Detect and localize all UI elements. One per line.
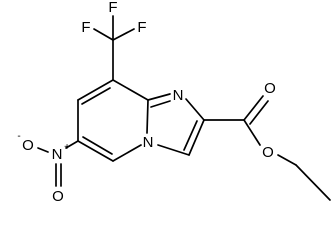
bond-c6-n-nitro xyxy=(65,140,79,149)
bond-c8-c7-inner xyxy=(81,87,111,105)
bond-c8a-n1-inner xyxy=(150,100,171,108)
bond-c8a-n1 xyxy=(147,93,171,101)
atom-f-top: F xyxy=(108,0,117,16)
bond-c8a-c8 xyxy=(112,79,149,101)
charge-n-nitro-plus: + xyxy=(64,142,70,153)
bond-c-carbonyl-o-double-inner xyxy=(249,100,269,125)
structure-diagram: F F F N N N + O - O O O xyxy=(17,0,331,205)
bond-c-carbonyl-o-ester xyxy=(243,119,261,146)
bond-n1-c2 xyxy=(185,98,205,121)
bond-cf3-f-left xyxy=(93,28,114,41)
atom-o-nitro-minus: O xyxy=(22,137,34,154)
bond-cf3-f-right xyxy=(112,28,135,41)
atom-labels: F F F N N N + O - O O O xyxy=(17,0,276,205)
bond-n-nitro-o-minus xyxy=(37,147,49,153)
bond-c6-c5 xyxy=(77,140,114,162)
bond-c-carbonyl-o-double xyxy=(243,95,264,121)
bond-c2-c3 xyxy=(188,119,205,156)
bond-c8-c7 xyxy=(77,79,114,101)
bonds xyxy=(37,15,331,201)
bond-c5-n4 xyxy=(112,144,142,162)
bond-n4-c8a xyxy=(146,99,149,134)
bond-c2-c3-inner xyxy=(183,120,198,151)
atom-o-nitro-double: O xyxy=(52,188,64,205)
atom-n-imine: N xyxy=(173,87,184,104)
bond-c3-n4 xyxy=(157,144,190,156)
atom-f-right: F xyxy=(137,19,146,36)
charge-o-nitro-minus: - xyxy=(17,131,20,142)
bond-ch2-ch3 xyxy=(295,164,331,201)
atom-f-left: F xyxy=(81,19,90,36)
atom-o-ester: O xyxy=(262,144,274,161)
bond-c6-c5-inner xyxy=(82,136,113,155)
bond-o-ester-ch2 xyxy=(277,154,297,166)
atom-n-nitro: N xyxy=(52,146,63,163)
atom-n-bridge: N xyxy=(143,134,154,151)
atom-o-carbonyl: O xyxy=(264,80,276,97)
